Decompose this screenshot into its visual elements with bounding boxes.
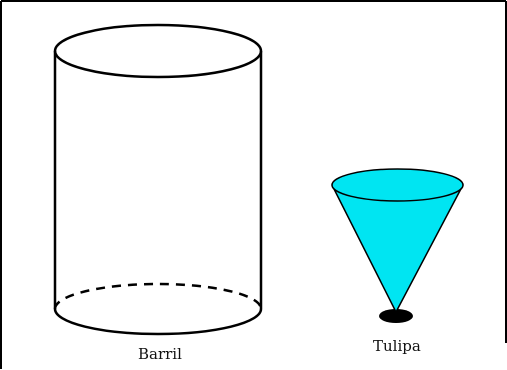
barrel-shape [53, 23, 263, 336]
barrel-bottom-back-dashed [53, 282, 263, 310]
barrel-bottom-front [53, 308, 263, 336]
barrel-label: Barril [138, 345, 182, 363]
tulip-label: Tulipa [373, 337, 421, 355]
tulip-shape [331, 168, 464, 323]
barrel-top-ellipse [53, 23, 263, 79]
tulip-cone-rim [331, 168, 464, 202]
tulip-base [379, 309, 413, 323]
tulip-cone-body [331, 184, 464, 313]
